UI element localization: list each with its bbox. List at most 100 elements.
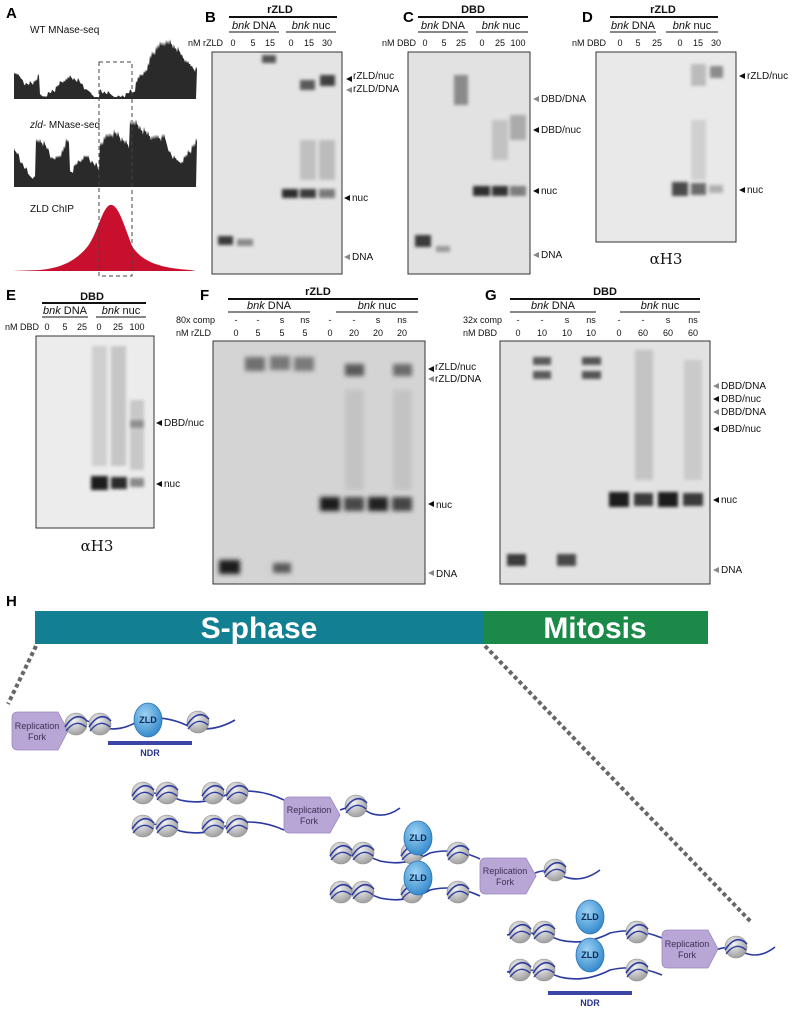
gel-f-comp-1: - [235,315,238,325]
zld-protein-4: ZLD [575,899,605,935]
zld-label: ZLD [409,833,427,843]
gel-d-lane-2: 5 [635,38,640,48]
gel-b-lane-3: 15 [265,38,275,48]
panel-letter-g: G [485,287,497,304]
panel-letter-b: B [205,9,216,26]
panel-letter-f: F [200,287,209,304]
mitosis-bar [483,611,708,644]
gel-e-row-label: nM DBD [5,322,40,332]
gel-c-band-nuc: nuc [541,186,557,197]
panel-g: G DBD bnk DNA bnk nuc 32x comp nM DBD --… [463,286,766,585]
gel-f-comp-7: s [376,315,381,325]
gel-f-band-dna: DNA [436,569,457,580]
gel-g-band-nuc: nuc [721,495,737,506]
gel-d-lane-3: 25 [652,38,662,48]
gel-b-band-dna: DNA [352,252,373,263]
track-label-zld-mnase: zld- MNase-seq [29,120,100,131]
gel-f-lane-8: 20 [397,328,407,338]
gel-g-comp-1: - [517,315,520,325]
gel-f-comp-6: - [353,315,356,325]
gel-f-lane-7: 20 [373,328,383,338]
gel-f-lane-6: 20 [349,328,359,338]
gel-d-bands [672,64,723,196]
fork-label-line2: Fork [28,732,47,742]
wt-mnase-track [14,39,197,99]
gel-c-lane-2: 5 [441,38,446,48]
gel-e-lane-6: 100 [129,322,144,332]
gel-b-band-nuc: nuc [352,193,368,204]
nucleosome [543,858,567,882]
gel-e-lane-2: 5 [62,322,67,332]
panel-letter-a: A [6,5,17,22]
gel-f-band-nuc: nuc [436,500,452,511]
fork-label-line2: Fork [496,877,515,887]
gel-c-band-dbd-nuc: DBD/nuc [541,125,581,136]
panel-a: A WT MNase-seq zld- MNase-seq ZLD ChIP [6,5,197,277]
gel-g-group-dna: bnk DNA [531,300,576,312]
gel-e-lane-3: 25 [77,322,87,332]
gel-d-lane-6: 30 [711,38,721,48]
highlight-box [98,61,133,277]
gel-g-row-label: nM DBD [463,328,498,338]
nucleosome [186,710,210,734]
replication-diagram: ReplicationForkNDRZLDReplicationForkZLDZ… [11,702,776,1008]
zld-protein-2: ZLD [403,820,433,856]
zld-protein-1: ZLD [133,702,163,738]
gel-d-band-rzld-nuc: rZLD/nuc [747,71,788,82]
gel-d-lane-4: 0 [677,38,682,48]
gel-b-band-rzld-dna: rZLD/DNA [353,84,399,95]
gel-b-bands [218,55,335,246]
nucleosome [201,814,225,838]
ndr-2: NDR [548,991,632,1008]
gel-g-lane-7: 60 [663,328,673,338]
zld-protein-3: ZLD [403,860,433,896]
ndr-label: NDR [580,998,600,1008]
ndr-1: NDR [108,741,192,758]
zld-label: ZLD [581,950,599,960]
gel-f-bands [219,356,412,574]
fork-label-line2: Fork [300,816,319,826]
gel-d [595,51,737,243]
gel-g-bands [507,350,703,566]
nucleosome [508,958,532,982]
gel-g-band-dbd-dna-2: DBD/DNA [721,407,766,418]
nucleosome [532,958,556,982]
gel-b-lane-5: 15 [304,38,314,48]
gel-e-lane-4: 0 [96,322,101,332]
gel-d-title: rZLD [650,4,676,16]
gel-g-comp-3: s [565,315,570,325]
gel-b-group-nuc: bnk nuc [292,20,331,32]
nucleosome [131,781,155,805]
gel-f-comp-5: - [329,315,332,325]
gel-e-antibody: αH3 [81,537,114,555]
gel-f-comp-3: s [280,315,285,325]
gel-f-lane-4: 5 [302,328,307,338]
gel-b-lane-1: 0 [230,38,235,48]
gel-c-group-nuc: bnk nuc [482,20,521,32]
gel-f-row-label: nM rZLD [176,328,212,338]
gel-g-lane-1: 0 [515,328,520,338]
gel-d-antibody: αH3 [650,250,683,268]
fork-label-line1: Replication [483,866,528,876]
gel-c-title: DBD [461,4,485,16]
s-phase-label: S-phase [201,612,318,645]
gel-c-band-dna: DNA [541,250,562,261]
gel-b-lane-6: 30 [322,38,332,48]
gel-g-comp-7: s [666,315,671,325]
zld-mnase-track [14,119,197,187]
gel-g [499,340,711,585]
gel-g-band-dbd-nuc-2: DBD/nuc [721,424,761,435]
gel-c-lane-5: 25 [495,38,505,48]
gel-c-row-label: nM DBD [382,38,417,48]
gel-f-comp-2: - [257,315,260,325]
gel-g-lane-2: 10 [537,328,547,338]
gel-g-title: DBD [593,286,617,298]
gel-f [212,340,426,585]
gel-d-lane-1: 0 [617,38,622,48]
gel-g-lane-6: 60 [638,328,648,338]
